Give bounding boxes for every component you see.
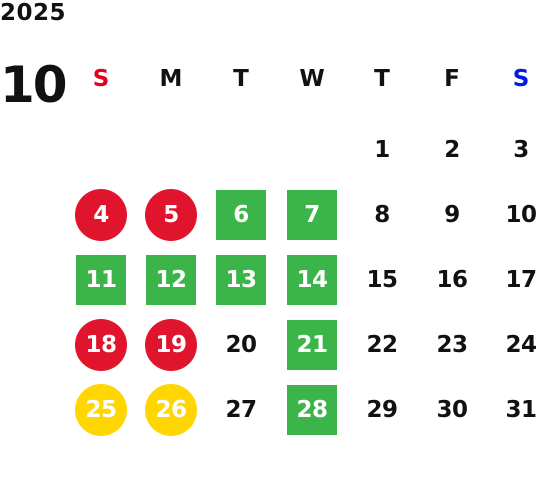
day-12[interactable]: 12 [146, 255, 196, 305]
day-26[interactable]: 26 [145, 384, 197, 436]
day-4[interactable]: 4 [75, 189, 127, 241]
weekday-sun: S [92, 66, 110, 92]
day-2[interactable]: 2 [444, 137, 460, 163]
day-24[interactable]: 24 [505, 332, 537, 358]
day-7[interactable]: 7 [287, 190, 337, 240]
day-22[interactable]: 22 [366, 332, 398, 358]
weekday-tue: T [233, 66, 249, 92]
weekday-wed: W [299, 66, 325, 92]
day-29[interactable]: 29 [366, 397, 398, 423]
day-5[interactable]: 5 [145, 189, 197, 241]
day-27[interactable]: 27 [225, 397, 257, 423]
weekday-fri: F [444, 66, 460, 92]
day-11[interactable]: 11 [76, 255, 126, 305]
day-18[interactable]: 18 [75, 319, 127, 371]
day-20[interactable]: 20 [225, 332, 257, 358]
day-3[interactable]: 3 [513, 137, 529, 163]
day-10[interactable]: 10 [505, 202, 537, 228]
day-13[interactable]: 13 [216, 255, 266, 305]
weekday-thu: T [374, 66, 390, 92]
calendar-month: 10 [0, 56, 68, 114]
day-16[interactable]: 16 [436, 267, 468, 293]
day-6[interactable]: 6 [216, 190, 266, 240]
weekday-sat: S [512, 66, 530, 92]
day-28[interactable]: 28 [287, 385, 337, 435]
day-23[interactable]: 23 [436, 332, 468, 358]
day-30[interactable]: 30 [436, 397, 468, 423]
calendar-year: 2025 [0, 0, 67, 26]
day-31[interactable]: 31 [505, 397, 537, 423]
day-8[interactable]: 8 [374, 202, 390, 228]
day-14[interactable]: 14 [287, 255, 337, 305]
day-19[interactable]: 19 [145, 319, 197, 371]
day-9[interactable]: 9 [444, 202, 460, 228]
day-25[interactable]: 25 [75, 384, 127, 436]
weekday-mon: M [159, 66, 183, 92]
day-1[interactable]: 1 [374, 137, 390, 163]
day-15[interactable]: 15 [366, 267, 398, 293]
day-21[interactable]: 21 [287, 320, 337, 370]
day-17[interactable]: 17 [505, 267, 537, 293]
